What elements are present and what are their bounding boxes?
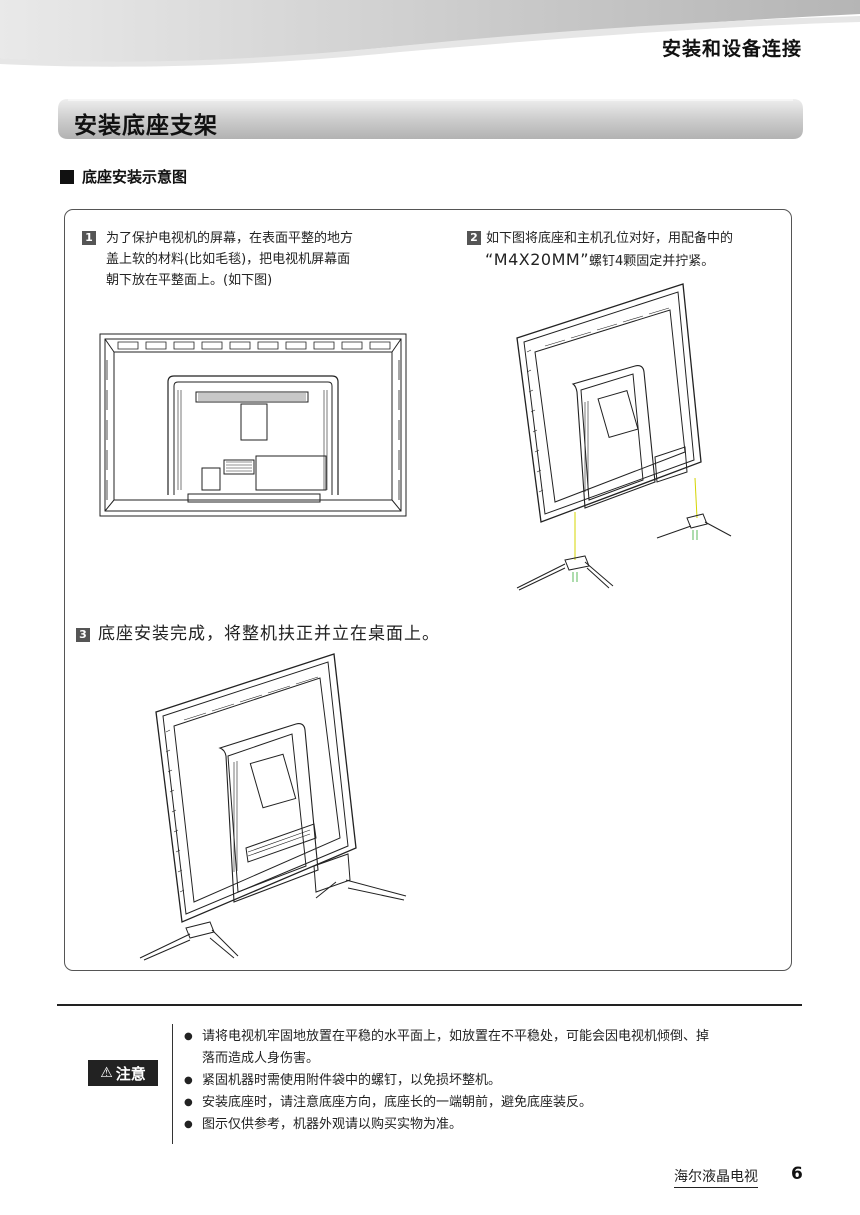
- tv-back-face-down-illustration: [99, 333, 407, 517]
- square-bullet-icon: [60, 169, 74, 184]
- caution-label: 注意: [115, 1064, 146, 1083]
- step-2-line-rest: 螺钉4颗固定并拧紧。: [589, 254, 715, 269]
- step-2-line: “M4X20MM”螺钉4颗固定并拧紧。: [485, 249, 787, 272]
- step-1-line: 盖上软的材料(比如毛毯)，把电视机屏幕面: [106, 252, 351, 267]
- caution-notes: 请将电视机牢固地放置在平稳的水平面上，如放置在不平稳处，可能会因电视机倾倒、掉 …: [184, 1026, 804, 1136]
- step-number-1: 1: [82, 231, 96, 245]
- subheading: 底座安装示意图: [60, 166, 187, 187]
- step-1-line: 为了保护电视机的屏幕，在表面平整的地方: [106, 231, 354, 246]
- list-item: 图示仅供参考，机器外观请以购买实物为准。: [184, 1114, 804, 1136]
- step-1-text: 为了保护电视机的屏幕，在表面平整的地方 盖上软的材料(比如毛毯)，把电视机屏幕面…: [106, 228, 422, 291]
- section-title: 安装底座支架: [74, 113, 218, 139]
- tv-standing-illustration: [139, 653, 407, 961]
- warning-triangle-icon: ⚠: [100, 1065, 113, 1081]
- step-3-text: 底座安装完成，将整机扶正并立在桌面上。: [98, 624, 440, 644]
- chapter-title: 安装和设备连接: [661, 38, 802, 60]
- section-divider: [57, 1004, 802, 1006]
- note-text: 安装底座时，请注意底座方向，底座长的一端朝前，避免底座装反。: [202, 1095, 593, 1110]
- note-text: 落而造成人身伤害。: [202, 1051, 320, 1066]
- caution-divider: [172, 1024, 173, 1144]
- footer-brand: 海尔液晶电视: [674, 1166, 758, 1188]
- caution-badge: ⚠ 注意: [88, 1060, 158, 1086]
- page-number: 6: [791, 1164, 803, 1184]
- step-2: 2 如下图将底座和主机孔位对好，用配备中的 “M4X20MM”螺钉4颗固定并拧紧…: [467, 228, 787, 272]
- step-number-3: 3: [76, 627, 90, 642]
- step-2-line: 如下图将底座和主机孔位对好，用配备中的: [486, 231, 734, 246]
- screw-spec: “M4X20MM”: [485, 250, 589, 269]
- header-swoosh: [0, 0, 860, 67]
- section-banner: [58, 99, 803, 139]
- note-text: 图示仅供参考，机器外观请以购买实物为准。: [202, 1117, 463, 1132]
- diagram-box: [64, 209, 792, 971]
- subheading-text: 底座安装示意图: [82, 168, 188, 186]
- step-1-line: 朝下放在平整面上。(如下图): [106, 273, 273, 288]
- tv-stand-attach-illustration: [516, 283, 732, 591]
- list-item: 紧固机器时需使用附件袋中的螺钉，以免损坏整机。: [184, 1070, 804, 1092]
- note-text: 紧固机器时需使用附件袋中的螺钉，以免损坏整机。: [202, 1073, 502, 1088]
- list-item: 请将电视机牢固地放置在平稳的水平面上，如放置在不平稳处，可能会因电视机倾倒、掉 …: [184, 1026, 804, 1070]
- note-text: 请将电视机牢固地放置在平稳的水平面上，如放置在不平稳处，可能会因电视机倾倒、掉: [202, 1029, 710, 1044]
- step-3: 3 底座安装完成，将整机扶正并立在桌面上。: [76, 624, 440, 645]
- step-number-2: 2: [467, 231, 481, 245]
- step-1: 1 为了保护电视机的屏幕，在表面平整的地方 盖上软的材料(比如毛毯)，把电视机屏…: [82, 228, 422, 291]
- list-item: 安装底座时，请注意底座方向，底座长的一端朝前，避免底座装反。: [184, 1092, 804, 1114]
